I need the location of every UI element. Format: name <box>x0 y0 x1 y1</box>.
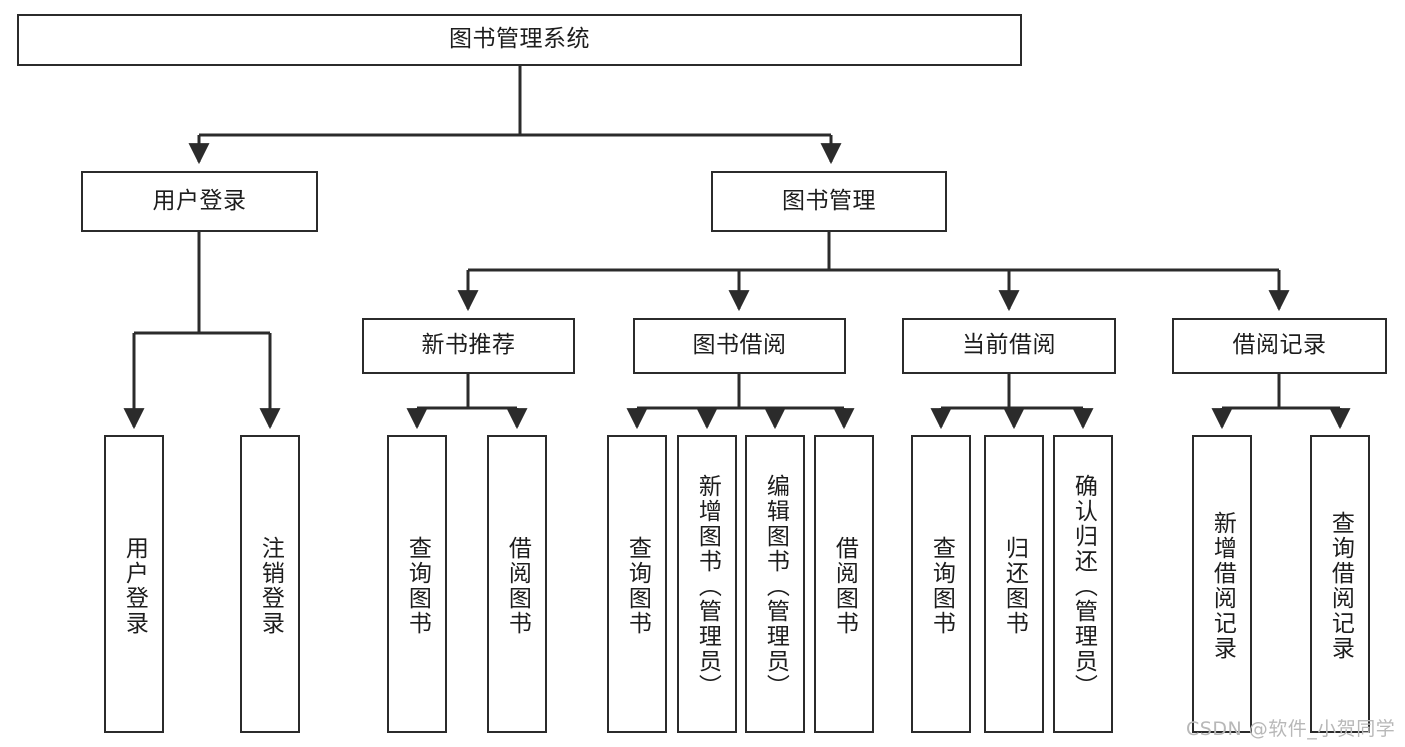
leaf-user-logout[interactable]: 注销登录 <box>240 435 300 733</box>
leaf-current-return-book-label: 归还图书 <box>1001 536 1028 636</box>
leaf-user-login-label: 用户登录 <box>121 536 148 636</box>
leaf-current-query-book-label: 查询图书 <box>928 536 955 636</box>
leaf-rec-query-book[interactable]: 查询图书 <box>387 435 447 733</box>
leaf-current-query-book[interactable]: 查询图书 <box>911 435 971 733</box>
leaf-borrow-add-book-label: 新增图书（管理员） <box>694 473 721 699</box>
node-current-borrow[interactable]: 当前借阅 <box>902 318 1116 374</box>
node-user-login[interactable]: 用户登录 <box>81 171 318 232</box>
node-new-book-rec-label: 新书推荐 <box>421 332 516 359</box>
leaf-borrow-query-book[interactable]: 查询图书 <box>607 435 667 733</box>
leaf-rec-borrow-book-label: 借阅图书 <box>504 536 531 636</box>
leaf-record-search-label: 查询借阅记录 <box>1327 511 1354 661</box>
leaf-rec-borrow-book[interactable]: 借阅图书 <box>487 435 547 733</box>
leaf-current-confirm-return-label: 确认归还（管理员） <box>1070 473 1097 699</box>
leaf-rec-query-book-label: 查询图书 <box>404 536 431 636</box>
leaf-borrow-add-book[interactable]: 新增图书（管理员） <box>677 435 737 733</box>
node-root-label: 图书管理系统 <box>449 26 590 53</box>
leaf-borrow-edit-book[interactable]: 编辑图书（管理员） <box>745 435 805 733</box>
node-borrow-record[interactable]: 借阅记录 <box>1172 318 1387 374</box>
node-book-borrow-label: 图书借阅 <box>692 332 787 359</box>
leaf-record-search[interactable]: 查询借阅记录 <box>1310 435 1370 733</box>
node-book-manage-label: 图书管理 <box>782 187 876 214</box>
node-book-borrow[interactable]: 图书借阅 <box>633 318 846 374</box>
node-new-book-rec[interactable]: 新书推荐 <box>362 318 575 374</box>
watermark-text: CSDN @软件_小贺同学 <box>1186 718 1396 740</box>
leaf-borrow-query-book-label: 查询图书 <box>624 536 651 636</box>
leaf-current-return-book[interactable]: 归还图书 <box>984 435 1044 733</box>
node-book-manage[interactable]: 图书管理 <box>711 171 947 232</box>
node-borrow-record-label: 借阅记录 <box>1232 332 1327 359</box>
leaf-borrow-edit-book-label: 编辑图书（管理员） <box>762 473 789 699</box>
leaf-record-add-label: 新增借阅记录 <box>1209 511 1236 661</box>
leaf-user-login[interactable]: 用户登录 <box>104 435 164 733</box>
leaf-user-logout-label: 注销登录 <box>257 536 284 636</box>
node-root[interactable]: 图书管理系统 <box>17 14 1022 66</box>
leaf-borrow-do-borrow[interactable]: 借阅图书 <box>814 435 874 733</box>
node-user-login-label: 用户登录 <box>152 187 247 214</box>
leaf-current-confirm-return[interactable]: 确认归还（管理员） <box>1053 435 1113 733</box>
node-current-borrow-label: 当前借阅 <box>962 332 1056 359</box>
leaf-borrow-do-borrow-label: 借阅图书 <box>831 536 858 636</box>
leaf-record-add[interactable]: 新增借阅记录 <box>1192 435 1252 733</box>
